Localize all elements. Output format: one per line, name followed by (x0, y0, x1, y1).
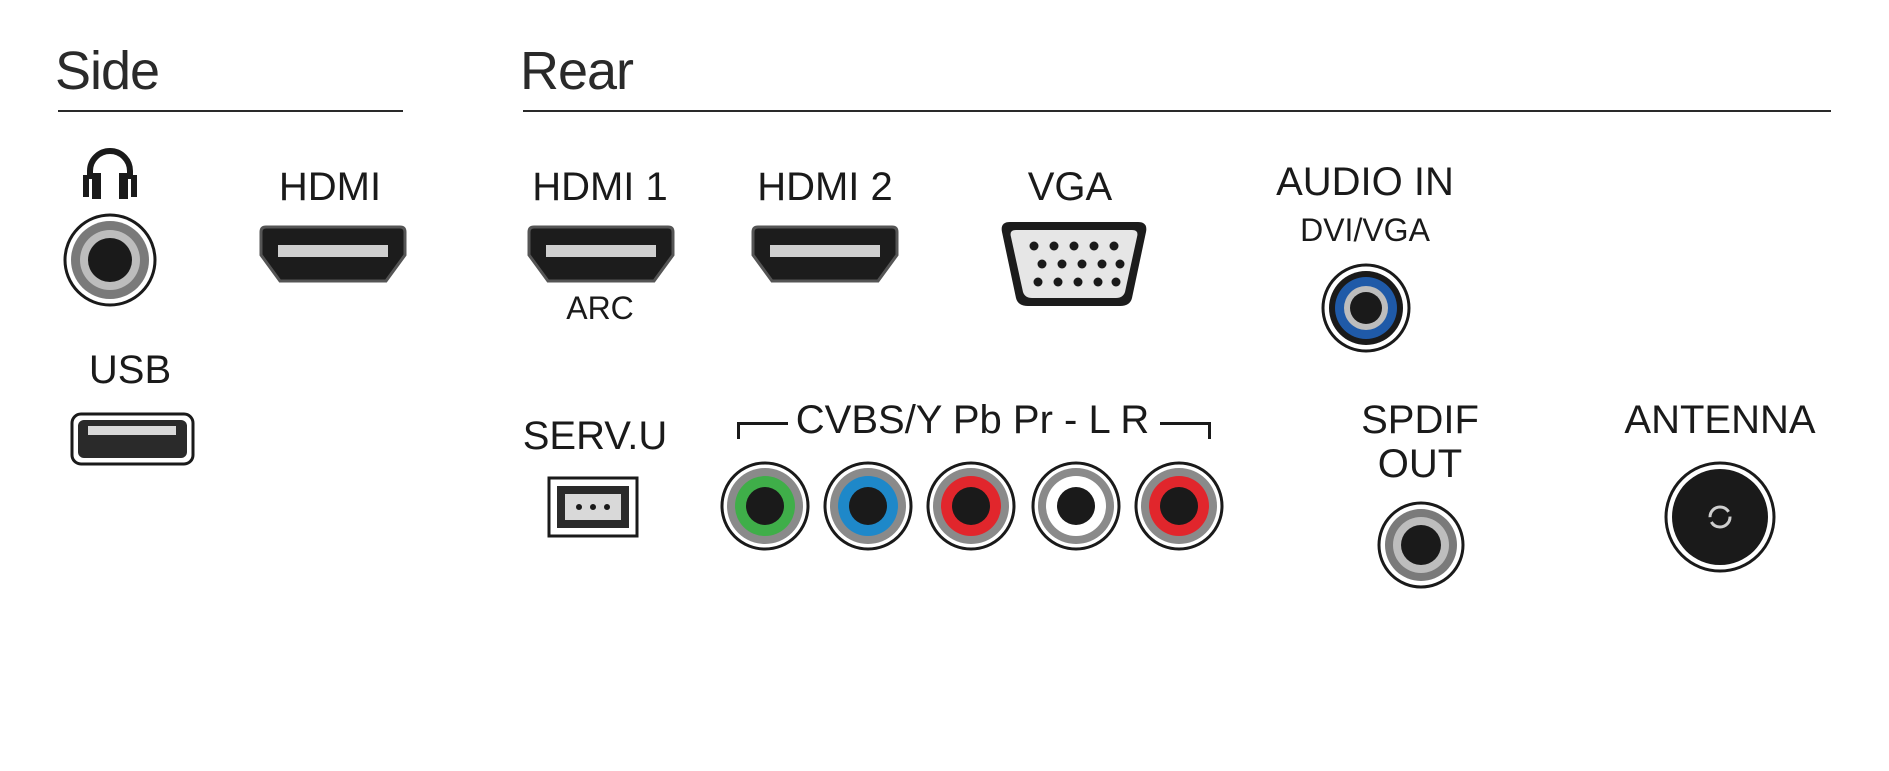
vga-port[interactable] (996, 218, 1152, 310)
rca-jack-icon (823, 461, 913, 551)
component-bracket-right (1160, 422, 1211, 439)
usb-label: USB (88, 348, 172, 392)
usb-port-icon (70, 412, 195, 466)
hdmi-port-icon (259, 225, 407, 283)
component-bracket-left (737, 422, 788, 439)
hdmi2-label: HDMI 2 (757, 165, 893, 209)
audio-in-sub-label: DVI/VGA (1300, 212, 1430, 248)
rear-section-title: Rear (520, 41, 634, 101)
coax-antenna-icon (1664, 461, 1776, 573)
jack-icon (1321, 263, 1411, 353)
jack-icon (63, 213, 157, 307)
spdif-label-line1: SPDIF (1361, 398, 1479, 442)
service-port[interactable] (547, 476, 639, 538)
headphones-icon (80, 145, 140, 200)
rca-jack-icon (1134, 461, 1224, 551)
side-section-title: Side (55, 41, 160, 101)
rca-jack-icon (720, 461, 810, 551)
spdif-out-jack[interactable] (1376, 500, 1466, 590)
hdmi-port-icon (527, 225, 675, 283)
rca-red-jack[interactable] (925, 460, 1017, 552)
component-label: CVBS/Y Pb Pr - L R (795, 398, 1150, 442)
hdmi1-port[interactable] (526, 223, 676, 285)
rca-jack-icon (1031, 461, 1121, 551)
usb-port[interactable] (70, 412, 195, 466)
rear-divider (523, 110, 1831, 112)
servu-label: SERV.U (522, 414, 668, 458)
hdmi-port-icon (751, 225, 899, 283)
rca-green-jack[interactable] (719, 460, 811, 552)
antenna-connector[interactable] (1663, 460, 1777, 574)
rca-white-jack[interactable] (1030, 460, 1122, 552)
side-hdmi-label: HDMI (278, 165, 382, 209)
antenna-label: ANTENNA (1624, 398, 1816, 442)
rca-jack-icon (926, 461, 1016, 551)
side-hdmi-port[interactable] (258, 223, 408, 285)
rca-blue-jack[interactable] (822, 460, 914, 552)
jack-icon (1377, 501, 1465, 589)
audio-in-jack[interactable] (1320, 262, 1412, 354)
vga-port-icon (1001, 222, 1147, 306)
hdmi2-port[interactable] (750, 223, 900, 285)
hdmi1-label: HDMI 1 (532, 165, 668, 209)
side-divider (58, 110, 403, 112)
service-port-icon (547, 476, 639, 538)
rca-red-right-jack[interactable] (1133, 460, 1225, 552)
audio-in-label: AUDIO IN (1276, 160, 1454, 204)
headphone-jack[interactable] (62, 212, 158, 308)
spdif-label-line2: OUT (1377, 442, 1463, 486)
vga-label: VGA (1027, 165, 1113, 209)
hdmi1-arc-label: ARC (566, 290, 634, 326)
